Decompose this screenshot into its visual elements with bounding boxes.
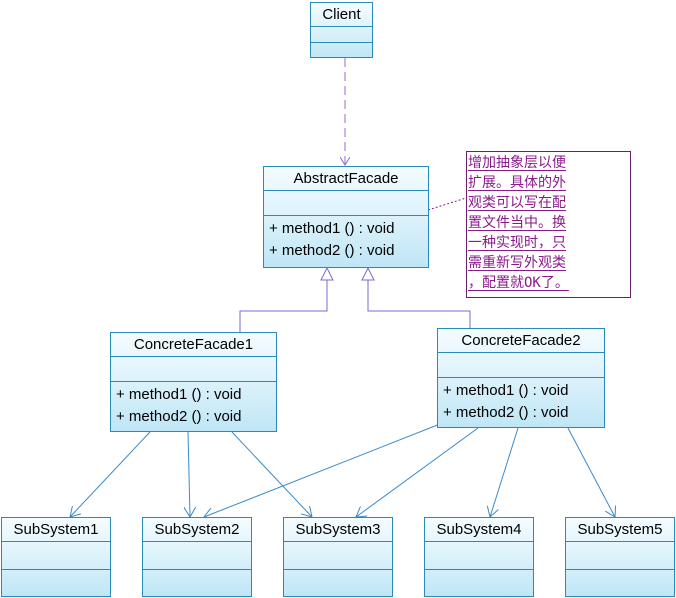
assoc-cf1-subsystem2 (188, 431, 190, 517)
design-note[interactable]: 增加抽象层以便 扩展。具体的外 观类可以写在配 置文件当中。换 一种实现时，只 … (466, 151, 631, 298)
concretefacade1-operation-method2: + method2 () : void (116, 408, 242, 425)
subsystem1-class-name: SubSystem1 (13, 521, 99, 538)
concretefacade2-operation-method1: + method1 () : void (443, 382, 569, 399)
subsystem2-class-name: SubSystem2 (154, 521, 240, 538)
concretefacade1-operation-method1: + method1 () : void (116, 386, 242, 403)
subsystem5-class-name: SubSystem5 (577, 521, 663, 538)
concretefacade1-class-name: ConcreteFacade1 (133, 336, 254, 353)
concretefacade1-attributes-compartment (111, 356, 276, 381)
generalization-triangle-2 (361, 266, 375, 281)
subsystem2-operations-compartment (143, 569, 251, 596)
note-line: 观类可以写在配 (468, 195, 566, 211)
subsystem4-class-name: SubSystem4 (436, 521, 522, 538)
subsystem3-class[interactable]: SubSystem3 (283, 517, 393, 597)
subsystem5-operations-compartment (566, 569, 674, 596)
concretefacade2-operations-compartment: + method1 () : void + method2 () : void (438, 377, 604, 424)
subsystem1-attributes-compartment (2, 541, 110, 569)
concretefacade1-operations-compartment: + method1 () : void + method2 () : void (111, 381, 276, 428)
abstractfacade-class[interactable]: AbstractFacade + method1 () : void + met… (263, 166, 429, 268)
abstractfacade-operations-compartment: + method1 () : void + method2 () : void (264, 215, 428, 262)
client-class[interactable]: Client (310, 2, 373, 58)
assoc-cf2-subsystem4 (490, 427, 519, 517)
abstractfacade-class-name: AbstractFacade (293, 170, 399, 187)
abstractfacade-operation-method2: + method2 () : void (269, 242, 395, 259)
subsystem4-class[interactable]: SubSystem4 (424, 517, 534, 597)
subsystem1-class[interactable]: SubSystem1 (1, 517, 111, 597)
note-line: ，配置就OK了。 (468, 275, 569, 291)
note-line: 增加抽象层以便 (468, 155, 566, 171)
client-attributes-compartment (311, 26, 372, 42)
assoc-cf1-subsystem1 (70, 431, 151, 517)
subsystem2-attributes-compartment (143, 541, 251, 569)
client-operations-compartment (311, 42, 372, 57)
note-line: 置文件当中。换 (468, 215, 566, 231)
note-line: 扩展。具体的外 (468, 175, 566, 191)
assoc-cf2-subsystem2 (204, 423, 441, 517)
assoc-cf2-subsystem5 (567, 427, 615, 517)
subsystem4-operations-compartment (425, 569, 533, 596)
assoc-cf1-subsystem3 (231, 431, 312, 517)
subsystem3-operations-compartment (284, 569, 392, 596)
generalization-concretefacade1 (239, 280, 328, 332)
generalization-triangle-1 (320, 266, 334, 281)
generalization-concretefacade2 (367, 280, 471, 328)
subsystem4-attributes-compartment (425, 541, 533, 569)
assoc-cf2-subsystem3 (356, 427, 479, 517)
concretefacade2-class-name: ConcreteFacade2 (461, 332, 581, 349)
client-class-name: Client (322, 6, 361, 23)
concretefacade2-class[interactable]: ConcreteFacade2 + method1 () : void + me… (437, 328, 605, 428)
concretefacade2-attributes-compartment (438, 352, 604, 377)
subsystem3-class-name: SubSystem3 (295, 521, 381, 538)
subsystem5-class[interactable]: SubSystem5 (565, 517, 675, 597)
subsystem1-operations-compartment (2, 569, 110, 596)
subsystem3-attributes-compartment (284, 541, 392, 569)
note-line: 一种实现时，只 (468, 235, 566, 251)
subsystem5-attributes-compartment (566, 541, 674, 569)
concretefacade1-class[interactable]: ConcreteFacade1 + method1 () : void + me… (110, 332, 277, 432)
abstractfacade-attributes-compartment (264, 190, 428, 215)
concretefacade2-operation-method2: + method2 () : void (443, 404, 569, 421)
abstractfacade-operation-method1: + method1 () : void (269, 220, 395, 237)
subsystem2-class[interactable]: SubSystem2 (142, 517, 252, 597)
note-line: 需重新写外观类 (468, 255, 566, 271)
